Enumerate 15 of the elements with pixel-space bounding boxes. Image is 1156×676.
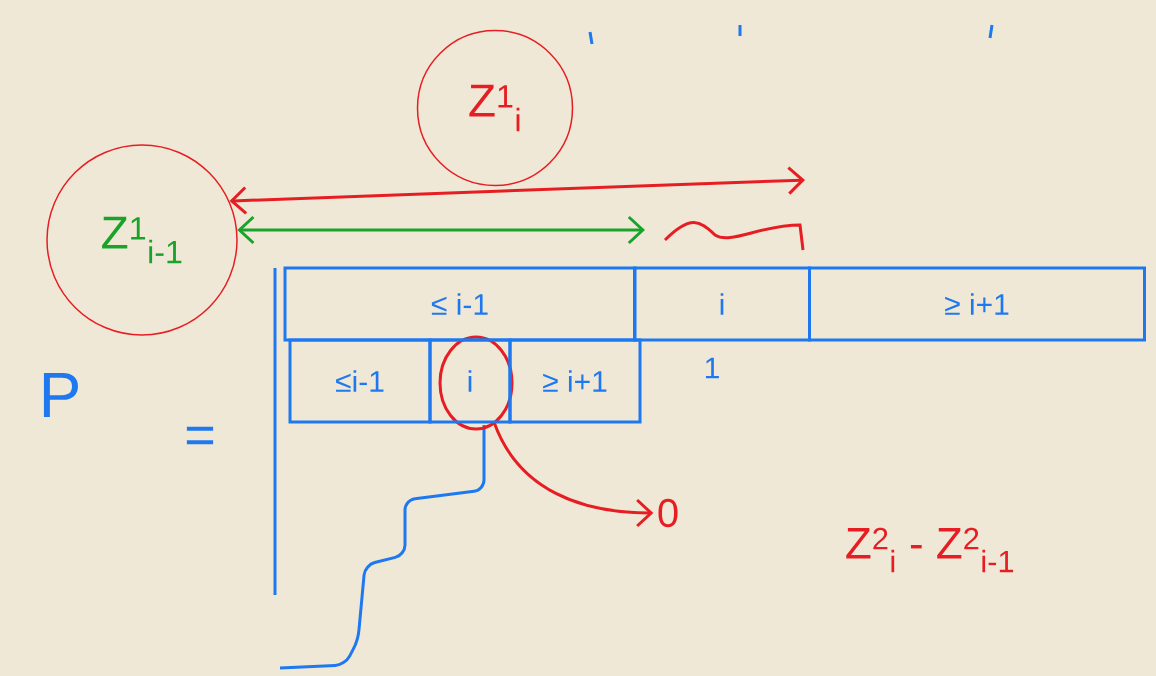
matrix-cell: i <box>428 338 512 424</box>
matrix-cell: ≤ i-1 <box>283 266 637 342</box>
circled-term: Z$^{1}$i <box>416 29 574 187</box>
arrow <box>237 215 645 245</box>
circled-term: Z$^{1}$i-1 <box>46 144 238 336</box>
index-note: 1 <box>705 357 719 379</box>
matrix-cell: ≥ i+1 <box>808 266 1146 342</box>
matrix-cell: i <box>633 266 811 342</box>
difference-formula: Z$^{2}$$_{i}$ - Z$^{2}$i-1 <box>846 527 1014 573</box>
equals-sign: = <box>186 426 214 445</box>
matrix-cell: ≥ i+1 <box>508 338 642 424</box>
arrow <box>229 166 805 215</box>
result-value: 0 <box>658 498 678 528</box>
matrix-cell: ≤i-1 <box>288 338 432 424</box>
arrow <box>493 422 654 528</box>
